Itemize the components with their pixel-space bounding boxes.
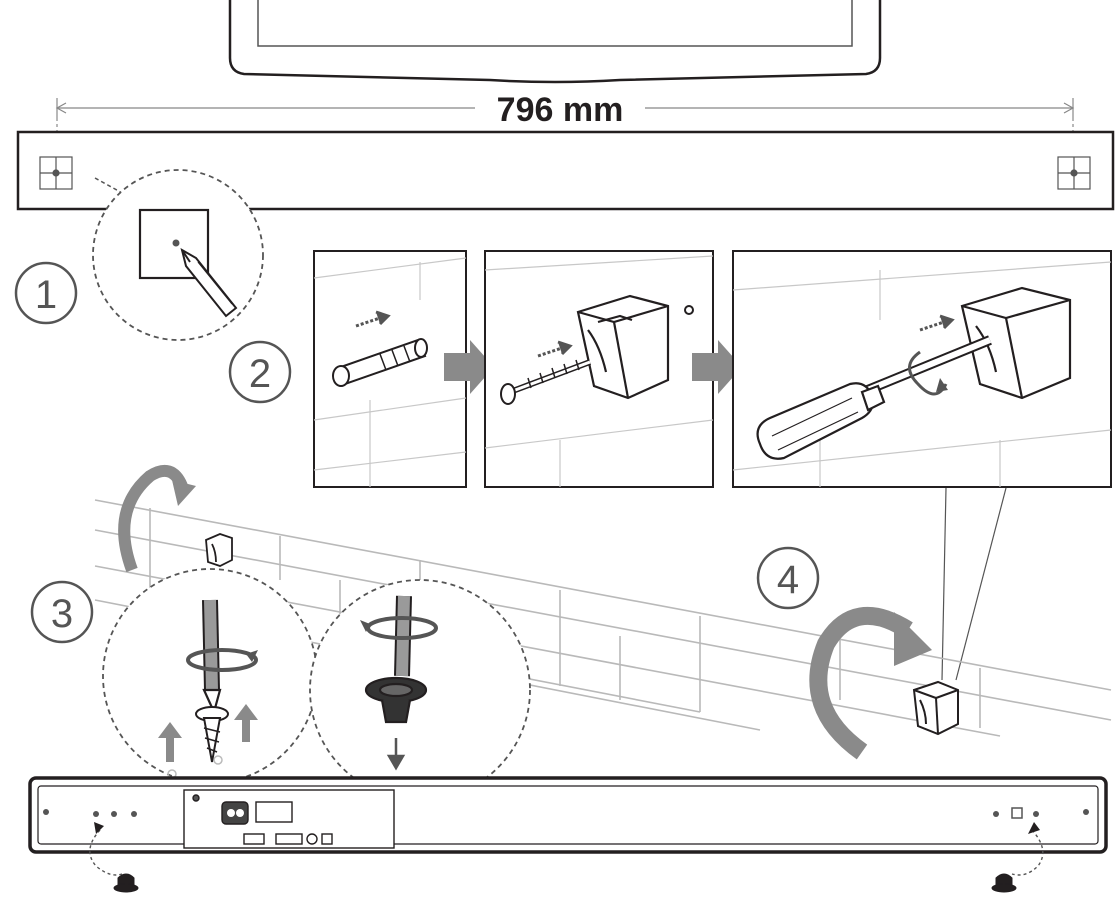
step2-panel-bracket	[484, 250, 714, 488]
foot-icon	[364, 676, 428, 724]
step2-number: 2	[228, 340, 292, 404]
svg-text:1: 1	[35, 273, 57, 317]
rotate-arrow-icon	[908, 350, 948, 396]
svg-text:4: 4	[777, 558, 799, 602]
svg-text:2: 2	[249, 352, 271, 396]
step3-zoom-bubble-foot	[309, 579, 531, 801]
foot-icon	[991, 873, 1017, 893]
wall-plug-icon	[332, 338, 428, 387]
template-mark-left	[39, 156, 73, 190]
step2-arrow-2	[692, 340, 742, 394]
step2-arrow-1	[444, 340, 494, 394]
rotate-arrow-icon	[809, 607, 913, 760]
tv-outline	[228, 0, 882, 84]
bracket-icon	[960, 286, 1072, 400]
soundbar-screw-holes	[43, 807, 1089, 819]
bracket-icon	[912, 680, 959, 736]
template-mark-right	[1057, 156, 1091, 190]
bracket-icon	[205, 533, 233, 567]
step3-number: 3	[30, 580, 94, 644]
screw-icon	[500, 359, 592, 405]
dimension-line	[55, 98, 1075, 160]
step1-zoom-bubble	[92, 169, 264, 341]
step1-number: 1	[14, 261, 78, 325]
step4-number: 4	[756, 546, 820, 610]
dimension-label: 796 mm	[497, 91, 624, 129]
bracket-icon	[576, 294, 670, 400]
screwdriver-icon	[202, 599, 222, 716]
soundbar-rear-panel	[183, 789, 395, 849]
step2-panel-screwdriver	[732, 250, 1112, 488]
foot-icon	[113, 873, 139, 893]
rotate-arrow-icon	[118, 464, 188, 573]
step2-panel-wall-plug	[313, 250, 467, 488]
soundbar	[28, 776, 1108, 893]
svg-text:3: 3	[51, 592, 73, 636]
step3-zoom-bubble-screw	[102, 568, 318, 784]
screwdriver-icon	[756, 335, 992, 460]
pencil-icon	[180, 247, 238, 318]
callout-leader	[941, 487, 1007, 681]
screw-icon	[195, 706, 229, 763]
